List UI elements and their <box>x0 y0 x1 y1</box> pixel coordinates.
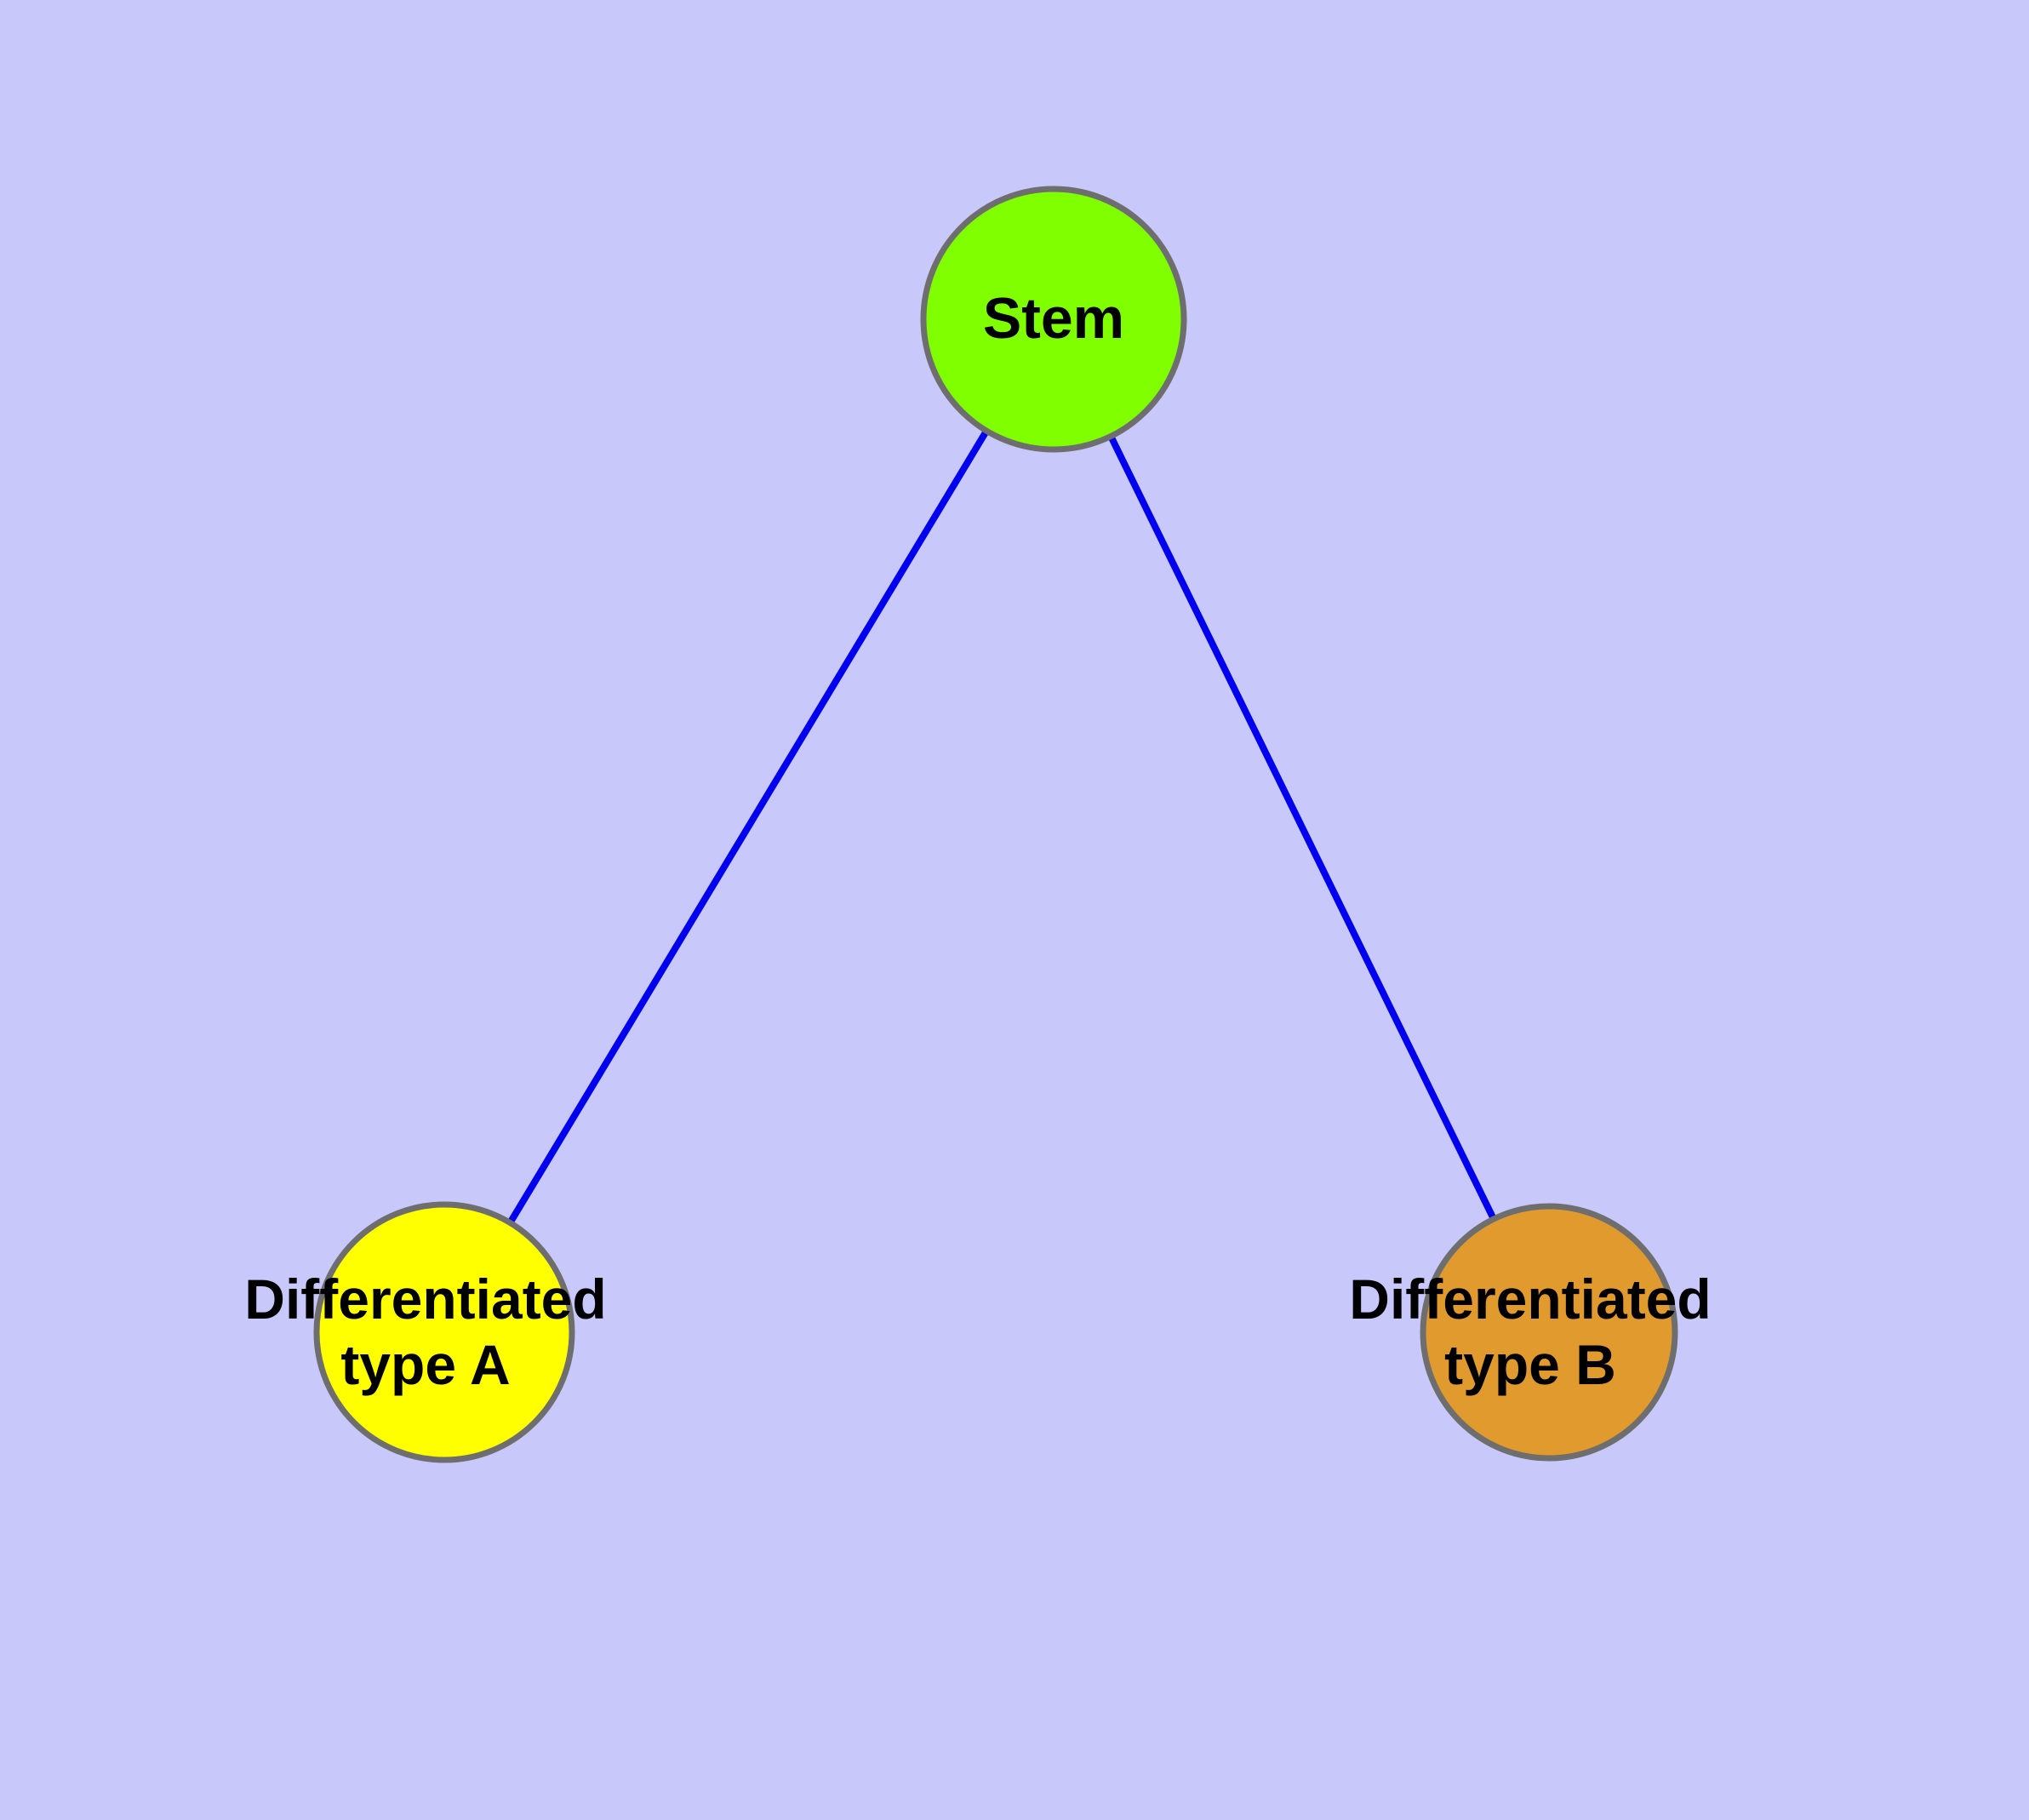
edge-stem-to-diff-b[interactable] <box>1108 435 1497 1220</box>
node-circle-diff-b[interactable] <box>1420 1203 1678 1462</box>
edge-layer <box>507 429 1497 1224</box>
node-layer <box>313 186 1678 1463</box>
edge-stem-to-diff-a[interactable] <box>507 429 990 1224</box>
node-circle-diff-a[interactable] <box>313 1201 575 1463</box>
node-circle-stem[interactable] <box>920 186 1187 453</box>
